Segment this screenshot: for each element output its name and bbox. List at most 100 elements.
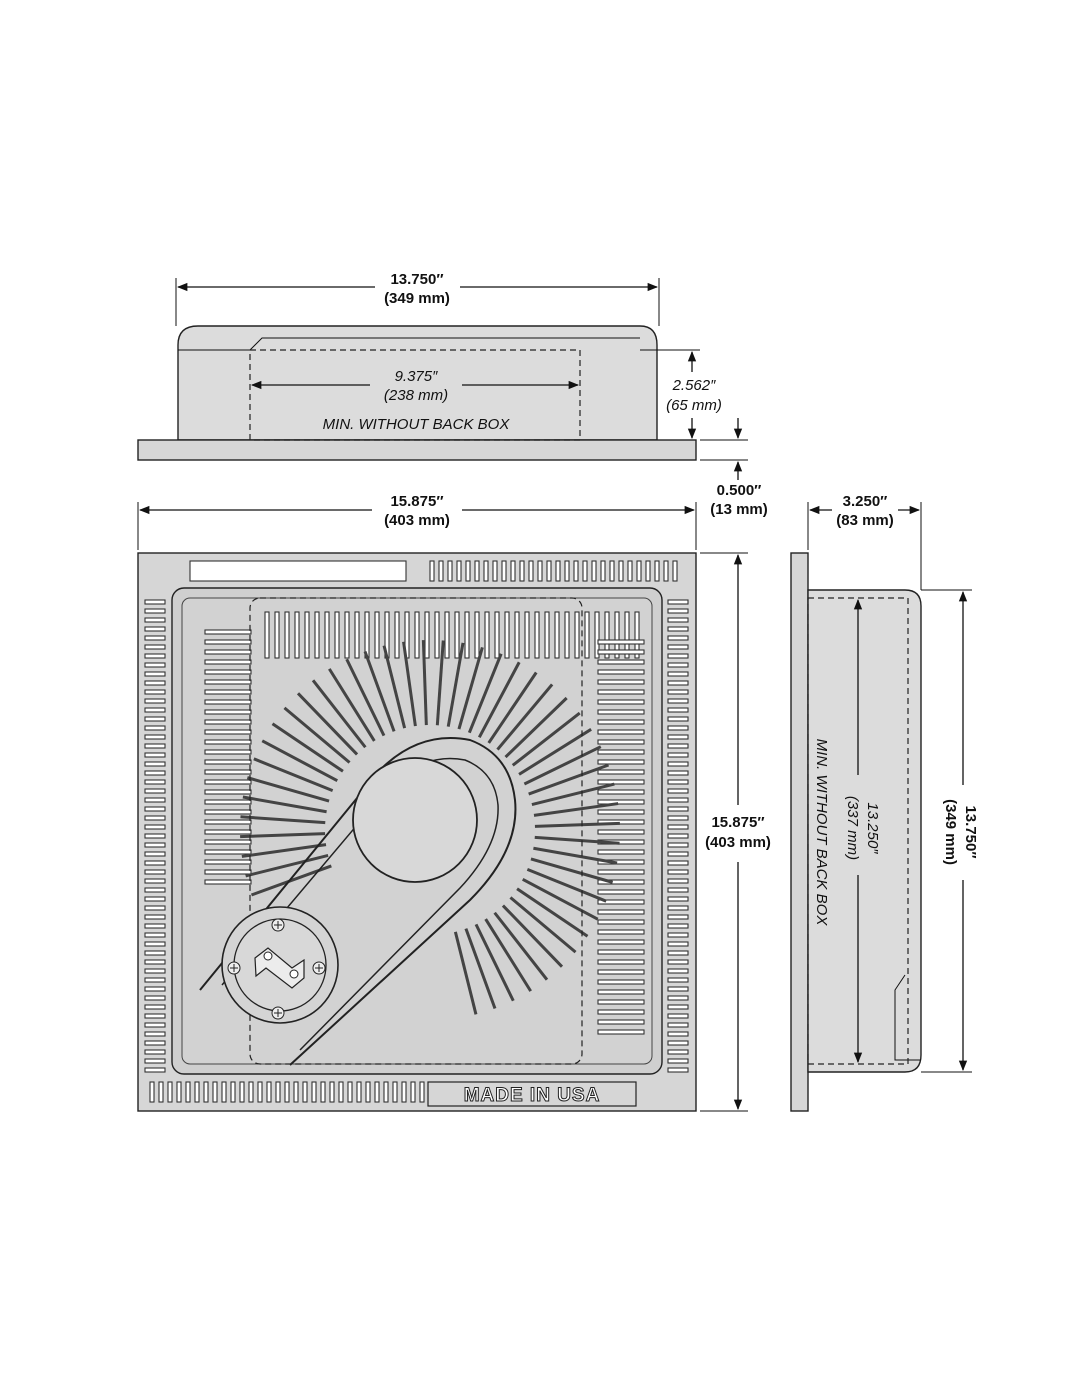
border-slot: [144, 932, 166, 938]
sunburst-rib: [241, 843, 327, 858]
border-slot: [144, 824, 166, 830]
grate-slot: [464, 611, 470, 659]
border-slot: [667, 815, 689, 821]
grate-slot: [597, 1009, 645, 1015]
grate-slot: [204, 879, 252, 885]
border-slot: [144, 779, 166, 785]
border-slot: [667, 842, 689, 848]
border-slot: [667, 770, 689, 776]
border-slot: [284, 1081, 290, 1103]
connector-hole-icon: [263, 951, 273, 961]
border-slot: [144, 869, 166, 875]
sunburst-rib: [363, 650, 396, 732]
top-min-note: MIN. WITHOUT BACK BOX: [323, 416, 511, 433]
sunburst-rib: [421, 640, 428, 726]
top-view-min-box: [249, 349, 581, 441]
grate-slot: [597, 989, 645, 995]
border-slot: [144, 959, 166, 965]
top-view-flange: [137, 439, 697, 461]
border-slot: [667, 698, 689, 704]
top-width-mm: (349 mm): [384, 290, 450, 307]
border-slot: [438, 560, 444, 582]
border-slot: [456, 560, 462, 582]
border-slot: [667, 653, 689, 659]
border-slot: [555, 560, 561, 582]
border-slot: [667, 644, 689, 650]
side-view: 3.250″ (83 mm) 13.250″ (337 mm) MIN. WIT…: [790, 493, 979, 1112]
border-slot: [144, 743, 166, 749]
sunburst-rib: [296, 692, 359, 756]
inner-label-bg: [370, 365, 462, 405]
grate-slot: [204, 729, 252, 735]
grate-slot: [624, 611, 630, 659]
grate-slot: [564, 611, 570, 659]
border-slot: [144, 680, 166, 686]
grate-slot: [524, 611, 530, 659]
screw-icon: [271, 918, 285, 932]
screw-icon: [271, 1006, 285, 1020]
grate-slot: [204, 829, 252, 835]
grate-slot: [597, 999, 645, 1005]
grate-slot: [597, 909, 645, 915]
grate-slot: [484, 611, 490, 659]
border-slot: [221, 1081, 227, 1103]
grate-slot: [597, 979, 645, 985]
border-slot: [667, 788, 689, 794]
sunburst-rib: [467, 653, 503, 734]
border-slot: [667, 959, 689, 965]
sunburst-rib: [446, 642, 465, 727]
grate-slot: [597, 869, 645, 875]
border-slot: [667, 716, 689, 722]
screw-icon: [227, 961, 241, 975]
sunburst-rib: [246, 776, 330, 803]
border-slot: [667, 662, 689, 668]
grate-slot: [614, 611, 620, 659]
border-slot: [144, 725, 166, 731]
border-slot: [144, 905, 166, 911]
border-slot: [667, 1004, 689, 1010]
border-slot: [667, 779, 689, 785]
border-slot: [144, 887, 166, 893]
border-slot: [573, 560, 579, 582]
border-slot: [672, 560, 678, 582]
screw-icon: [312, 961, 326, 975]
sunburst-rib: [533, 846, 618, 865]
border-slot: [144, 1031, 166, 1037]
border-slot: [501, 560, 507, 582]
center-drain-circle: [352, 757, 478, 883]
side-depth-inch: 3.250″: [843, 493, 888, 510]
side-inner-inch: 13.250″: [864, 802, 881, 854]
grate-slot: [597, 1029, 645, 1035]
grate-slot: [204, 719, 252, 725]
grate-slot: [304, 611, 310, 659]
top-view-ridge: [178, 337, 640, 351]
flange-mm: (13 mm): [710, 501, 768, 518]
sunburst-rib: [464, 928, 497, 1010]
grate-slot: [204, 679, 252, 685]
border-slot: [546, 560, 552, 582]
grate-slot: [454, 611, 460, 659]
sunburst-rib: [253, 757, 334, 793]
border-slot: [144, 653, 166, 659]
border-slot: [667, 914, 689, 920]
grate-slot: [424, 611, 430, 659]
border-slot: [667, 878, 689, 884]
grate-slot: [597, 649, 645, 655]
border-slot: [667, 599, 689, 605]
grate-slot: [597, 709, 645, 715]
border-slot: [144, 716, 166, 722]
border-slot: [144, 968, 166, 974]
sunburst-rib: [477, 661, 521, 738]
grate-slot: [514, 611, 520, 659]
border-slot: [474, 560, 480, 582]
grate-slot: [204, 859, 252, 865]
border-slot: [600, 560, 606, 582]
border-slot: [667, 869, 689, 875]
front-height-mm: (403 mm): [705, 834, 771, 851]
border-slot: [347, 1081, 353, 1103]
grate-slot: [574, 611, 580, 659]
border-slot: [528, 560, 534, 582]
border-slot: [667, 761, 689, 767]
grate-slot: [204, 799, 252, 805]
